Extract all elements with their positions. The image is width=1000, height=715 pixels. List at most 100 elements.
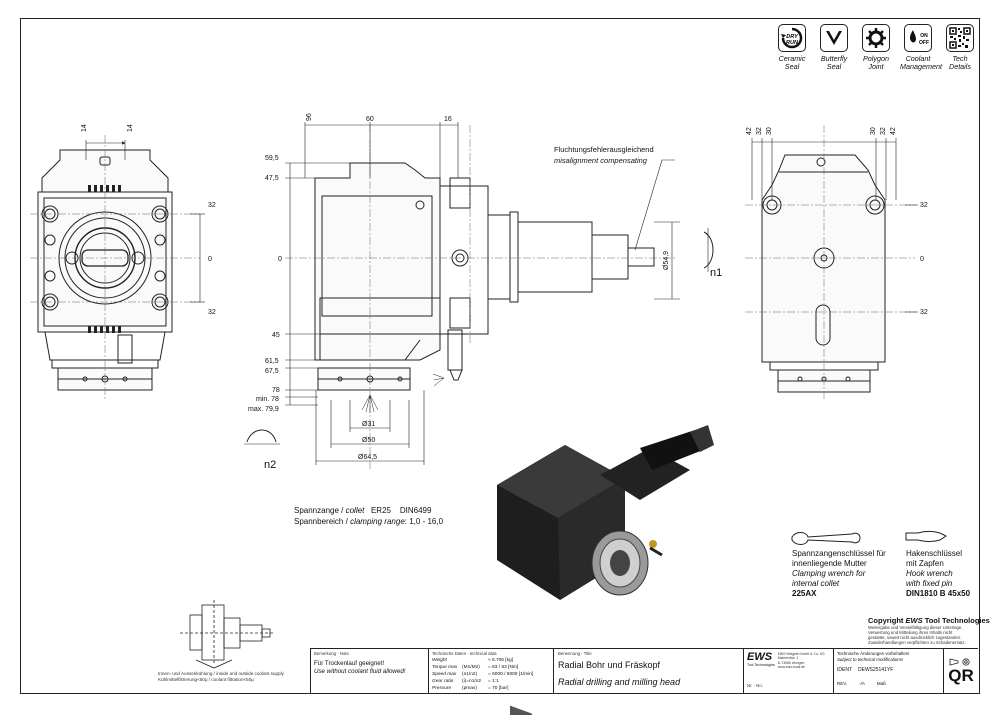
tool-3d-render (497, 425, 714, 715)
ident-value: DEWS25141YF (858, 667, 894, 673)
coolant-caption: Innen- und Aussenkühlung / inside and ou… (158, 671, 308, 683)
right-dim-42l: 42 (746, 127, 753, 135)
projection-symbol-icon (949, 657, 970, 666)
svg-text:RUN: RUN (786, 40, 799, 46)
wrench2-en2: with fixed pin (906, 579, 953, 588)
misalign-en: misalignment compensating (554, 156, 648, 165)
front-dim-r-bot: 32 (208, 309, 216, 316)
front-dim-r-mid: 0 (208, 256, 212, 263)
side-dim-max79: max. 79,9 (248, 406, 279, 413)
wrench2-note: Hakenschlüssel mit Zapfen Hook wrench wi… (906, 549, 978, 599)
format-qr: QR (948, 665, 974, 685)
copyright-line: Weitergabe und Vervielfältigung dieser U… (868, 625, 963, 630)
ews-logo-sub: Tool Technologies (747, 663, 775, 667)
tb-remarks: Bemerkung - Note Für Trockenlauf geeigne… (310, 649, 428, 694)
side-dim-67-5: 67,5 (265, 368, 279, 375)
wrench2-de2: mit Zapfen (906, 559, 944, 568)
side-dim-96: 96 (306, 113, 313, 121)
right-dim-42r: 42 (890, 127, 897, 135)
tech-header: Technische Daten - technical data (432, 651, 497, 656)
right-dim-r-top: 32 (920, 202, 928, 209)
tech-row: Weight≈ 6.706 [kg] (432, 658, 514, 663)
wrench1-en1: Clamping wrench for (792, 569, 866, 578)
side-dim-45: 45 (272, 332, 280, 339)
company-line: www.ews-tools.de (777, 664, 805, 669)
company-line: EWS Weigele GmbH & Co. KG (777, 652, 825, 656)
side-dim-0: 0 (278, 256, 282, 263)
rev-value: -/A (859, 681, 865, 686)
side-dim-d50: Ø50 (362, 437, 375, 444)
misalign-de: Fluchtungsfehlerausgleichend (554, 145, 654, 154)
right-view (745, 125, 918, 400)
coolant-caption-1: Innen- und Aussenkühlung / inside and ou… (158, 671, 284, 676)
tech-row: Speed max(n1/n2)= 6000 / 6000 [1/min] (432, 672, 534, 677)
wrench2-de1: Hakenschlüssel (906, 549, 963, 558)
coolant-on-text: ON (920, 33, 928, 39)
title-en: Radial drilling and milling head (558, 677, 681, 687)
feature-label: Coolant Management (900, 54, 942, 71)
company-line: D-73066 Uhingen (777, 660, 805, 665)
feature-butterfly-seal: Butterfly Seal (816, 24, 852, 71)
right-dim-30r: 30 (870, 127, 877, 135)
collet-value: ER25 DIN6499 (370, 506, 432, 515)
copyright-line: Zuwiderhandlungen verpflichten zu Schade… (868, 640, 966, 645)
copyright-suffix: Tool Technologies (924, 616, 990, 625)
ews-logo: EWS (747, 651, 773, 663)
clamping-label-en: clamping range (350, 517, 405, 526)
right-dim-r-mid: 0 (920, 256, 924, 263)
wrench1-de2: innenliegende Mutter (792, 559, 867, 568)
front-dim-left: 14 (81, 124, 88, 132)
feature-polygon-joint: Polygon Joint (858, 24, 894, 71)
qr-code-icon[interactable] (946, 24, 974, 52)
wrench-illustrations (791, 531, 947, 545)
svg-text:DRY: DRY (786, 34, 799, 40)
scale-label: Maß (876, 681, 886, 686)
front-view-dims: 14 14 32 0 32 (81, 124, 216, 316)
feature-tech-details[interactable]: Tech Details (942, 24, 978, 71)
side-dim-59-5: 59,5 (265, 155, 279, 162)
wrench1-code: 225AX (792, 589, 817, 598)
front-dim-r-top: 32 (208, 202, 216, 209)
title-block: Bemerkung - Note Für Trockenlauf geeigne… (310, 648, 978, 694)
collet-label-en: collet (345, 506, 365, 515)
right-dim-r-bot: 32 (920, 309, 928, 316)
tech-row: Gear ratio(i)=n1/n2= 1:1 (432, 679, 499, 684)
coolant-diagram (180, 600, 275, 669)
remarks-en: Use without coolant fluid allowed! (314, 668, 406, 675)
collet-info: Spannzange / collet ER25 DIN6499 Spannbe… (294, 506, 444, 526)
title-header: Benennung - Title (558, 651, 592, 656)
company-line: Maierhofstr. 1 (777, 656, 799, 661)
side-dim-d54: Ø54,9 (663, 251, 670, 270)
title-de: Radial Bohr und Fräskopf (558, 660, 661, 670)
label-n1: n1 (710, 267, 722, 279)
copyright-line: Verwertung und Mitteilung ihres Inhalts … (868, 630, 953, 635)
remarks-de: Für Trockenlauf geeignet! (314, 660, 385, 667)
nr-label: Nr. - No. (747, 683, 763, 689)
feature-label: Butterfly Seal (820, 54, 848, 71)
rev-label: REV. (837, 681, 848, 686)
wrench1-note: Spannzangenschlüssel für innenliegende M… (792, 549, 902, 599)
tb-format: QR (943, 649, 978, 694)
side-dim-d64: Ø64,5 (358, 454, 377, 461)
tb-ident: Technische Änderungen vorbehalten! Subje… (833, 649, 943, 694)
tech-row: Pressure(pmax)= 70 [bar] (432, 686, 509, 691)
ident-label: IDENT (837, 667, 852, 673)
side-view (244, 122, 714, 470)
front-dim-right: 14 (127, 124, 134, 132)
wrench1-en2: internal collet (792, 579, 840, 588)
front-view (30, 135, 205, 400)
label-n2: n2 (264, 459, 276, 471)
clamping-label-de: Spannbereich / (294, 517, 348, 526)
remarks-header: Bemerkung - Note (314, 651, 349, 656)
copyright-prefix: Copyright (868, 616, 904, 625)
wrench2-code: DIN1810 B 45x50 (906, 589, 971, 598)
tb-title: Benennung - Title Radial Bohr und Fräsko… (553, 649, 743, 694)
right-dim-32l: 32 (756, 127, 763, 135)
side-dim-47-5: 47,5 (265, 175, 279, 182)
side-dim-min78: min. 78 (256, 396, 279, 403)
side-dim-d31: Ø31 (362, 421, 375, 428)
side-dim-16: 16 (444, 116, 452, 123)
